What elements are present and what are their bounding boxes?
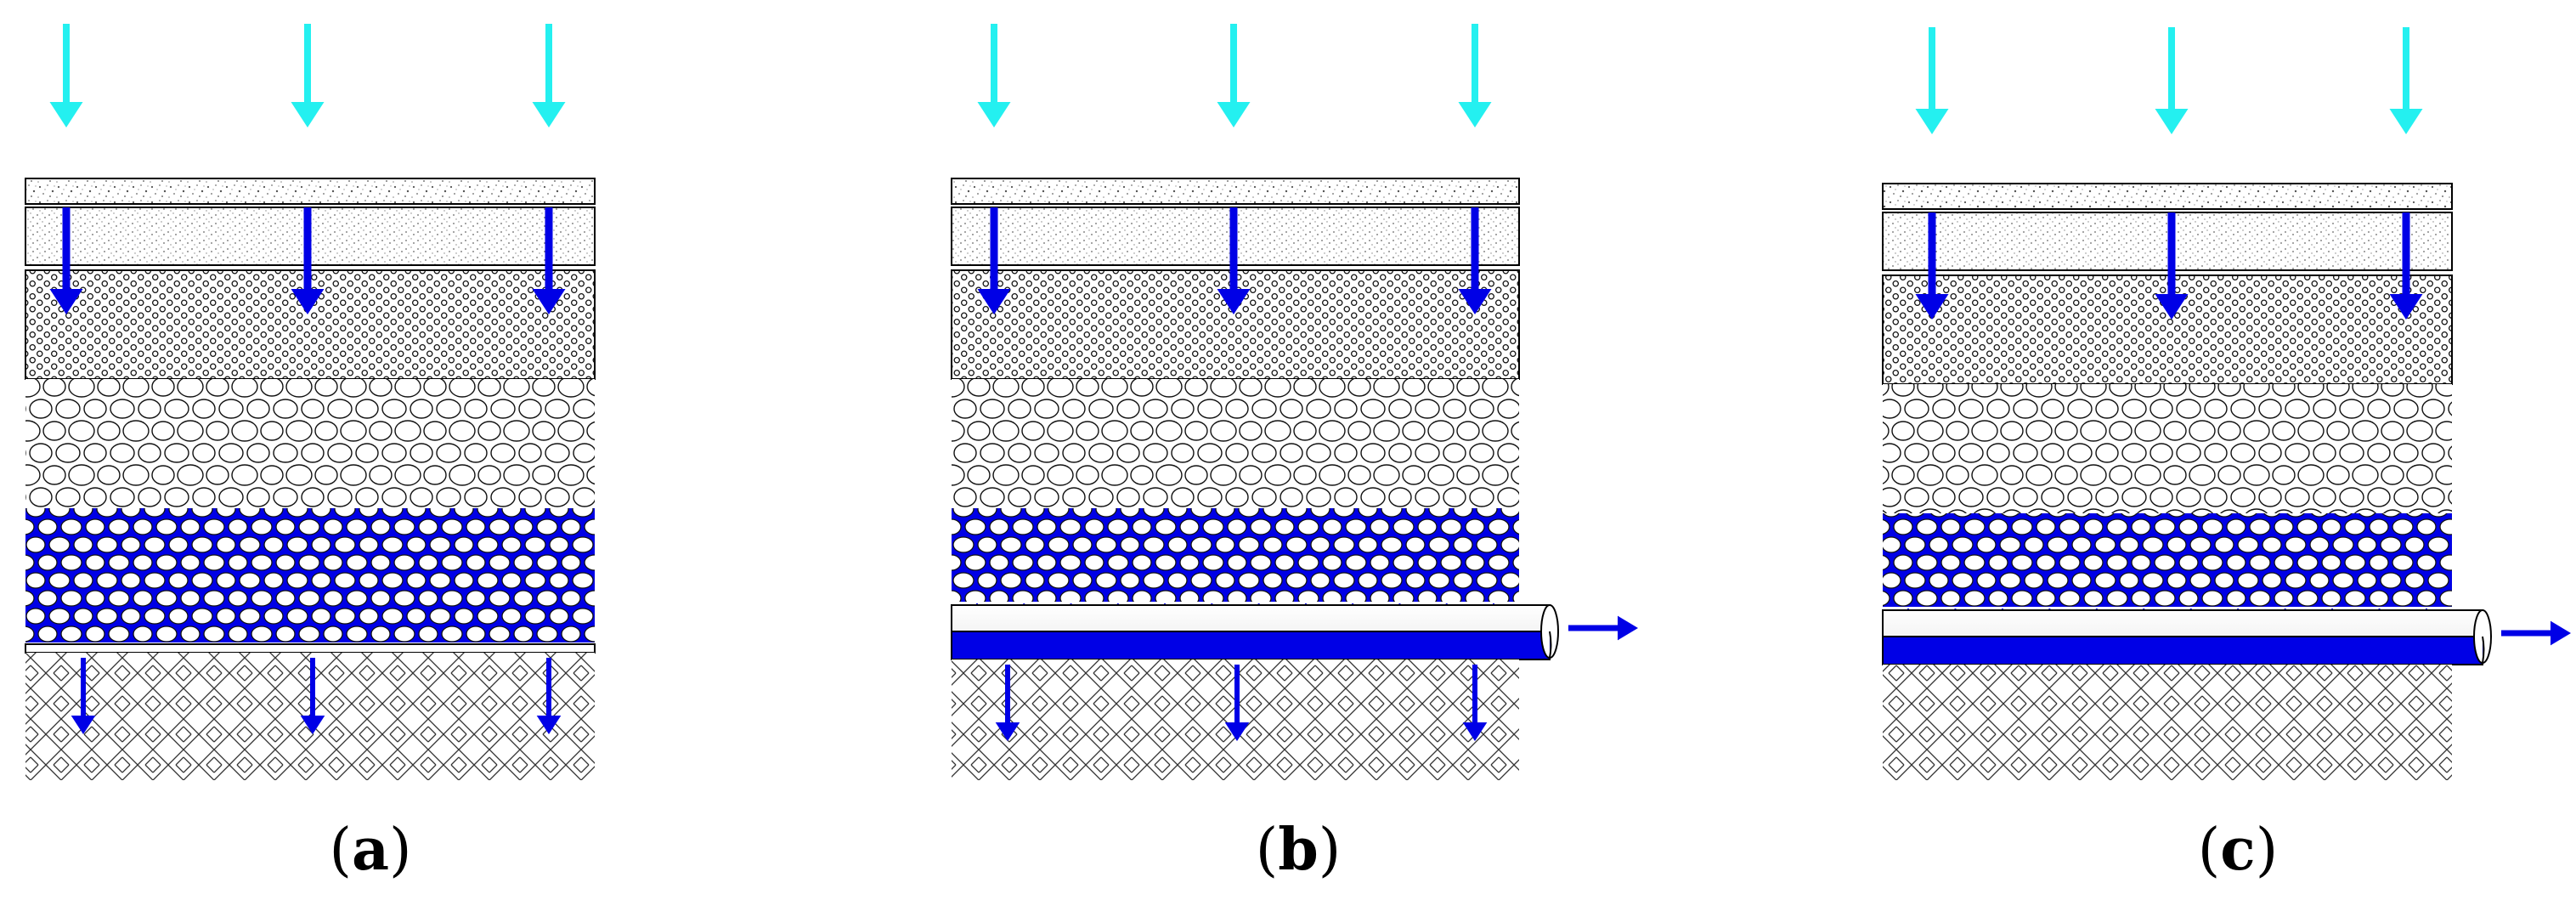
caption-letter-b: b	[1278, 816, 1319, 884]
panel-a-exfiltration-arrow-1-head	[71, 716, 96, 734]
panel-c-rain-arrow-3-head	[2389, 109, 2423, 134]
panel-b-pipe-end-water	[1549, 631, 1552, 659]
panel-a-rain-arrow-2-head	[291, 102, 325, 127]
panel-b-exfiltration-arrow-1-head	[995, 722, 1020, 741]
panel-a-surface-layer	[25, 178, 596, 205]
panel-b-rain-arrow-3-head	[1458, 102, 1492, 127]
panel-c-pipe-upper	[1882, 609, 2483, 637]
panel-b-rain-arrow-2-head	[1217, 102, 1251, 127]
panel-b-pipe-water	[951, 631, 1551, 660]
panel-a-geotextile	[25, 643, 596, 654]
caption-letter-c: c	[2220, 816, 2256, 884]
panel-c-infiltration-arrow-2-head	[2155, 294, 2189, 320]
panel-a-infiltration-arrow-2-head	[291, 289, 325, 314]
panel-a-rain-arrow-1-head	[49, 102, 83, 127]
panel-b-outflow-arrow-head	[1618, 615, 1638, 641]
panel-b-stone-base-layer	[952, 379, 1519, 508]
panel-b-surface-layer	[951, 178, 1520, 205]
panel-c-rain-arrow-2-head	[2155, 109, 2189, 134]
panel-b-infiltration-arrow-1-head	[977, 289, 1011, 314]
panel-a-infiltration-arrow-1-head	[49, 289, 83, 314]
panel-c	[1882, 27, 2571, 780]
panel-c-rain-arrow-1-head	[1915, 109, 1949, 134]
panel-a-rain-arrow-3-head	[532, 102, 566, 127]
caption-letter-a: a	[351, 816, 390, 884]
caption-c: (c)	[2197, 816, 2279, 884]
panel-c-water-reservoir-layer	[1883, 513, 2452, 607]
panel-b-exfiltration-arrow-3-head	[1462, 722, 1488, 741]
caption-b: (b)	[1255, 816, 1342, 884]
panel-a-exfiltration-arrow-2-head	[300, 716, 325, 734]
panel-c-gravel-layer	[1882, 275, 2453, 385]
panel-a-water-reservoir-layer	[25, 508, 595, 642]
panel-c-surface-layer	[1882, 183, 2453, 210]
panel-a	[25, 24, 596, 780]
panel-b-infiltration-arrow-3-head	[1458, 289, 1492, 314]
panel-b-infiltration-arrow-2-head	[1217, 289, 1251, 314]
panel-b-water-reservoir-layer	[952, 508, 1519, 602]
panel-b	[951, 24, 1638, 780]
panel-c-infiltration-arrow-1-head	[1915, 294, 1949, 320]
panel-c-outflow-arrow-head	[2551, 620, 2571, 646]
panel-b-pipe-upper	[951, 604, 1551, 632]
panel-b-rain-arrow-1-head	[977, 102, 1011, 127]
panel-c-infiltration-arrow-3-head	[2389, 294, 2423, 320]
panel-c-pipe-water	[1882, 636, 2483, 665]
caption-a: (a)	[329, 816, 412, 884]
panel-a-infiltration-arrow-3-head	[532, 289, 566, 314]
panel-c-subgrade-soil	[1883, 665, 2452, 780]
panel-c-bedding-layer	[1882, 212, 2453, 271]
panel-a-exfiltration-arrow-3-head	[536, 716, 562, 734]
panel-b-exfiltration-arrow-2-head	[1224, 722, 1250, 741]
panel-c-stone-base-layer	[1883, 384, 2452, 513]
panel-a-stone-base-layer	[25, 379, 595, 508]
